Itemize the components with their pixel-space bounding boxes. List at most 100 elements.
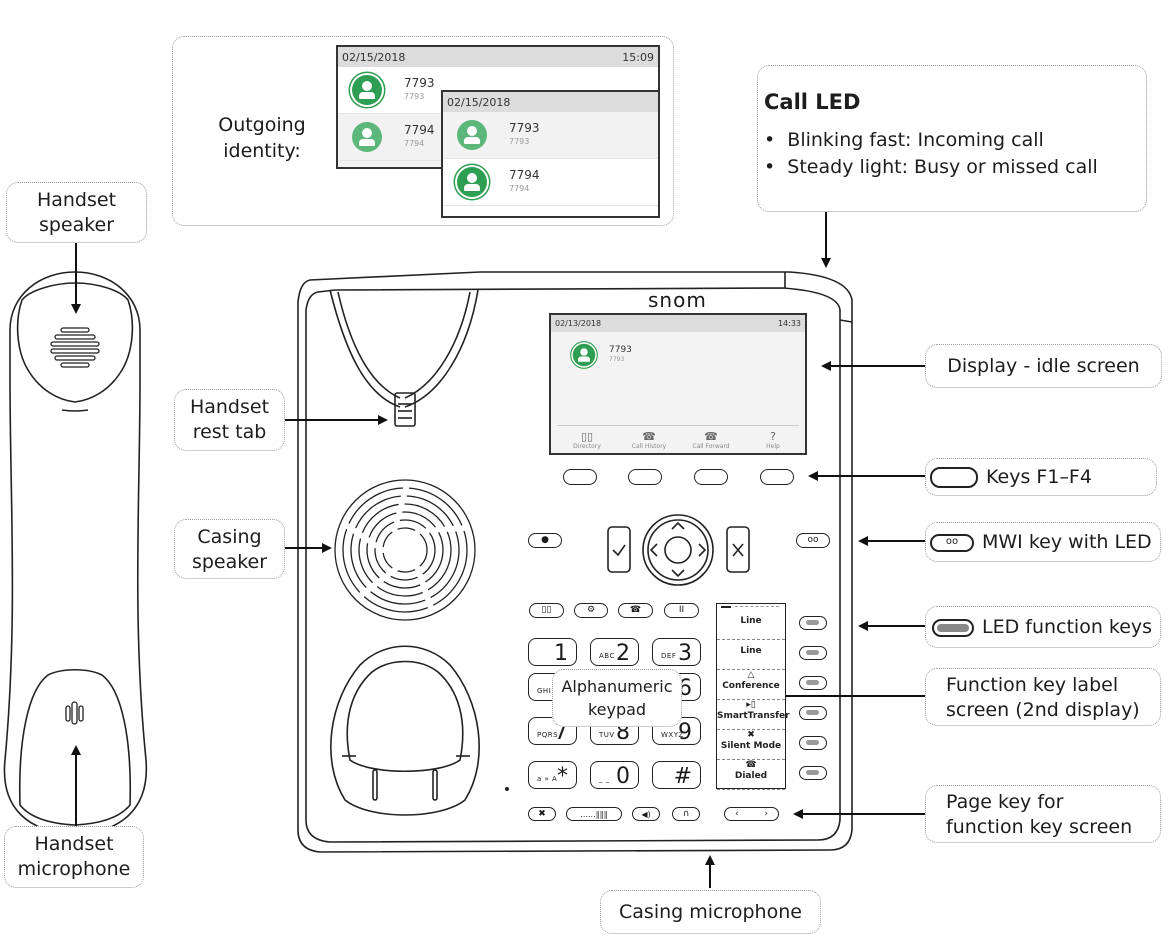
call-led-bullet: • Blinking fast: Incoming call bbox=[764, 129, 1044, 151]
softkey-directory[interactable]: ▯▯Directory bbox=[557, 431, 617, 451]
led-indicator bbox=[806, 710, 819, 715]
screen-b-date: 02/15/2018 bbox=[447, 95, 511, 109]
softkey-icon bbox=[930, 467, 978, 488]
key-letters: DEF bbox=[661, 652, 677, 660]
help-icon: ? bbox=[770, 430, 776, 443]
key-digit: 2 bbox=[616, 641, 630, 666]
led-function-key[interactable] bbox=[799, 646, 827, 660]
avatar-icon bbox=[572, 343, 596, 367]
led-indicator bbox=[806, 620, 819, 625]
function-key-label: △Conference bbox=[717, 670, 785, 700]
key-f2[interactable] bbox=[628, 469, 662, 485]
headset-key[interactable]: ∩ bbox=[672, 807, 700, 821]
key-letters: _ _ bbox=[599, 775, 610, 783]
function-key-label: Line bbox=[717, 640, 785, 670]
softkey-call-history[interactable]: ☎Call History bbox=[619, 430, 679, 451]
key-digit: 1 bbox=[554, 641, 568, 666]
keypad-key[interactable]: # bbox=[652, 761, 701, 789]
mwi-key[interactable]: oo bbox=[796, 533, 830, 548]
hold-key[interactable]: II bbox=[664, 603, 699, 618]
ok-key[interactable] bbox=[608, 527, 630, 572]
led-function-key[interactable] bbox=[799, 766, 827, 780]
page-indicator bbox=[721, 606, 731, 608]
screen-a-time: 15:09 bbox=[622, 50, 654, 64]
key-digit: * bbox=[557, 764, 568, 789]
led-indicator bbox=[806, 650, 819, 655]
call-led-title: Call LED bbox=[764, 90, 861, 114]
call-history-icon: ☎ bbox=[642, 430, 656, 443]
softkey-help[interactable]: ?Help bbox=[743, 430, 803, 451]
function-key-icon: ✖ bbox=[747, 730, 755, 740]
mute-key[interactable]: ✖ bbox=[528, 807, 556, 821]
key-letters: a » A bbox=[537, 775, 558, 783]
led-function-key[interactable] bbox=[799, 706, 827, 720]
key-digit: 0 bbox=[616, 764, 630, 789]
avatar-icon bbox=[457, 120, 487, 150]
key-digit: 3 bbox=[678, 641, 692, 666]
function-key-label: ▸▯SmartTransfer bbox=[717, 700, 790, 730]
function-key-icon: △ bbox=[747, 670, 755, 680]
key-letters: GHI bbox=[537, 687, 552, 695]
cancel-key[interactable] bbox=[727, 527, 749, 572]
led-function-key[interactable] bbox=[799, 616, 827, 630]
keys-f1-f4-callout: Keys F1–F4 bbox=[925, 458, 1157, 496]
keypad-key[interactable]: a » A* bbox=[528, 761, 577, 789]
display-time: 14:33 bbox=[777, 319, 801, 328]
navigation-key[interactable] bbox=[643, 515, 713, 585]
led-function-key[interactable] bbox=[799, 736, 827, 750]
casing-speaker-grille bbox=[334, 479, 476, 621]
function-key-label: ☎Dialed bbox=[717, 760, 785, 790]
key-f4[interactable] bbox=[760, 469, 794, 485]
display-softkey-bar bbox=[557, 425, 799, 426]
call-led-callout: Call LED • Blinking fast: Incoming call … bbox=[757, 65, 1147, 212]
call-forward-icon: ☎ bbox=[704, 430, 718, 443]
settings-key[interactable]: ⚙ bbox=[574, 603, 608, 618]
avatar-icon bbox=[352, 122, 382, 152]
keypad-key[interactable]: _ _ 0 bbox=[590, 761, 639, 789]
speaker-key[interactable]: ◀) bbox=[632, 807, 660, 821]
key-digit: # bbox=[673, 764, 692, 789]
handset-speaker-grille bbox=[50, 327, 100, 368]
screen-a-date: 02/15/2018 bbox=[342, 50, 406, 64]
softkey-call-forward[interactable]: ☎Call Forward bbox=[681, 430, 741, 451]
display-date: 02/13/2018 bbox=[555, 319, 602, 328]
key-digit: 9 bbox=[678, 720, 692, 745]
casing-microphone-callout: Casing microphone bbox=[600, 890, 821, 934]
key-letters: WXYZ bbox=[661, 731, 684, 739]
function-key-label: Line bbox=[717, 610, 785, 640]
function-key-label: ✖Silent Mode bbox=[717, 730, 785, 760]
display-idle-callout: Display - idle screen bbox=[925, 344, 1162, 388]
call-led-bullet: • Steady light: Busy or missed call bbox=[764, 156, 1098, 178]
led-function-key[interactable] bbox=[799, 676, 827, 690]
directory-key[interactable]: ▯▯ bbox=[529, 603, 564, 618]
outgoing-identity-label: Outgoing identity: bbox=[218, 114, 306, 162]
keypad-key[interactable]: 1 bbox=[528, 638, 577, 666]
transfer-key[interactable]: ☎ bbox=[618, 603, 653, 618]
key-f3[interactable] bbox=[694, 469, 728, 485]
avatar-icon bbox=[457, 167, 487, 197]
page-key[interactable]: ‹ › bbox=[724, 807, 779, 821]
voicemail-icon: oo bbox=[930, 533, 974, 552]
avatar-icon bbox=[352, 75, 382, 105]
function-key-icon: ☎ bbox=[745, 760, 757, 770]
led-function-keys-callout: LED function keys bbox=[925, 606, 1161, 648]
led-indicator bbox=[806, 680, 819, 685]
redial-key[interactable]: ● bbox=[528, 533, 562, 548]
key-f1[interactable] bbox=[563, 469, 597, 485]
key-letters: TUV bbox=[599, 731, 615, 739]
volume-key[interactable]: ......∥∥∥ bbox=[566, 807, 622, 821]
handset-mic-holes bbox=[65, 701, 84, 725]
